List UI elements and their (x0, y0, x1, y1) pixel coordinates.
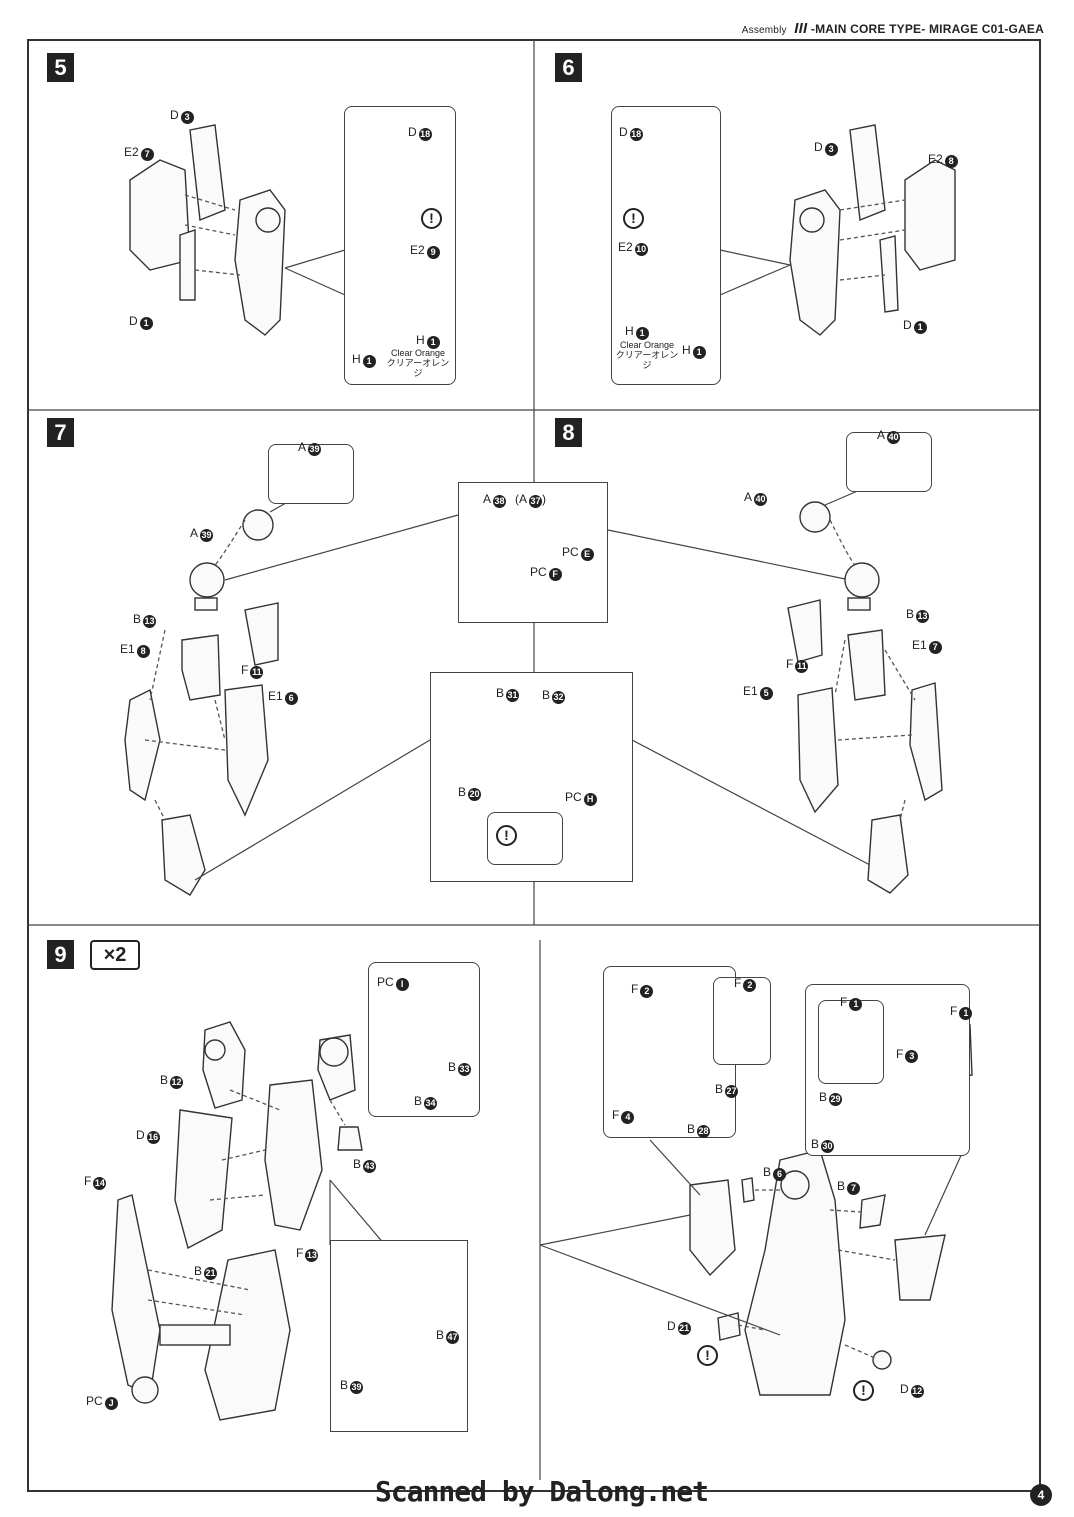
step6-detail-inset (611, 106, 721, 385)
step7-drawing (124, 460, 459, 896)
multiplier-badge: ×2 (90, 940, 140, 970)
caution-icon: ! (623, 208, 644, 229)
step9-pc-inset (368, 962, 480, 1117)
step-7-badge: 7 (47, 418, 74, 447)
scan-credit: Scanned by Dalong.net (375, 1475, 709, 1508)
assembly-label: Assembly (741, 25, 787, 36)
page-header: Assembly III -MAIN CORE TYPE- MIRAGE C01… (742, 20, 1044, 37)
caution-icon: ! (697, 1345, 718, 1366)
f2-closeup-inset (713, 977, 771, 1065)
caution-icon: ! (421, 208, 442, 229)
page-number: 4 (1030, 1484, 1052, 1506)
step-6-badge: 6 (555, 53, 582, 82)
header-title: -MAIN CORE TYPE- MIRAGE C01-GAEA (810, 22, 1044, 36)
f1-closeup-inset (818, 1000, 884, 1084)
step9-bracket-inset (330, 1240, 468, 1432)
step8-drawing (787, 447, 943, 894)
caution-icon: ! (853, 1380, 874, 1401)
step-5-badge: 5 (47, 53, 74, 82)
step-8-badge: 8 (555, 418, 582, 447)
caution-icon: ! (496, 825, 517, 846)
roman-numeral: III (794, 20, 808, 37)
step-9-badge: 9 (47, 940, 74, 969)
